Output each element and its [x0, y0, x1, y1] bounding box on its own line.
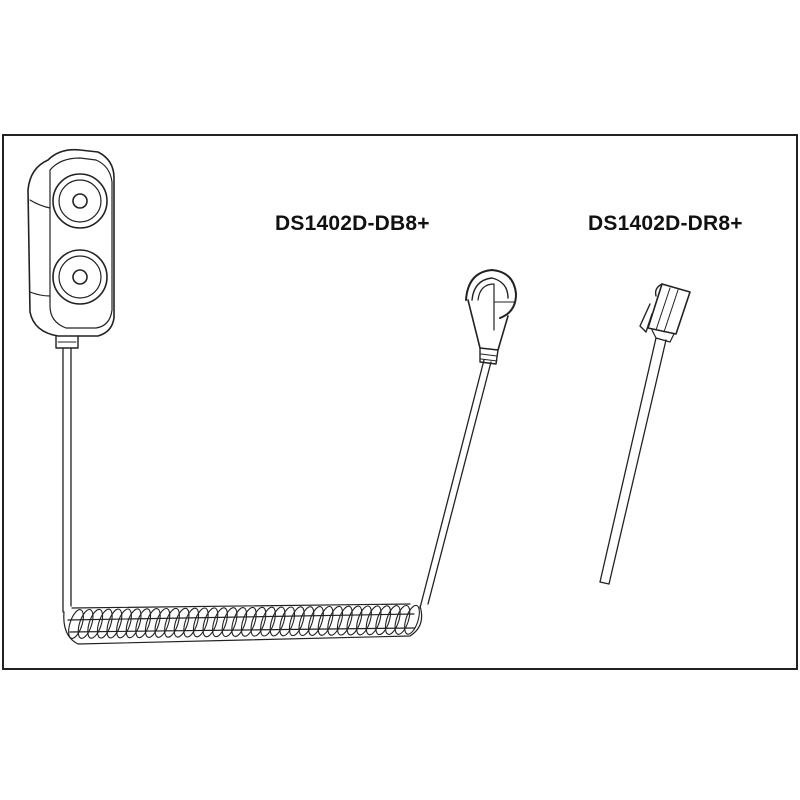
product-label-db8: DS1402D-DB8+ [275, 212, 430, 235]
dual-button-probe-icon [27, 148, 115, 349]
probe-cable-icon [62, 347, 72, 613]
dr8-rj-plug-icon [639, 283, 691, 343]
db8-plug-icon [465, 269, 517, 365]
db8-cable-icon [419, 359, 492, 609]
dr8-cable-icon [599, 337, 667, 585]
product-label-dr8: DS1402D-DR8+ [588, 212, 743, 235]
figure-frame [2, 134, 798, 670]
coiled-cable-icon [63, 603, 423, 645]
